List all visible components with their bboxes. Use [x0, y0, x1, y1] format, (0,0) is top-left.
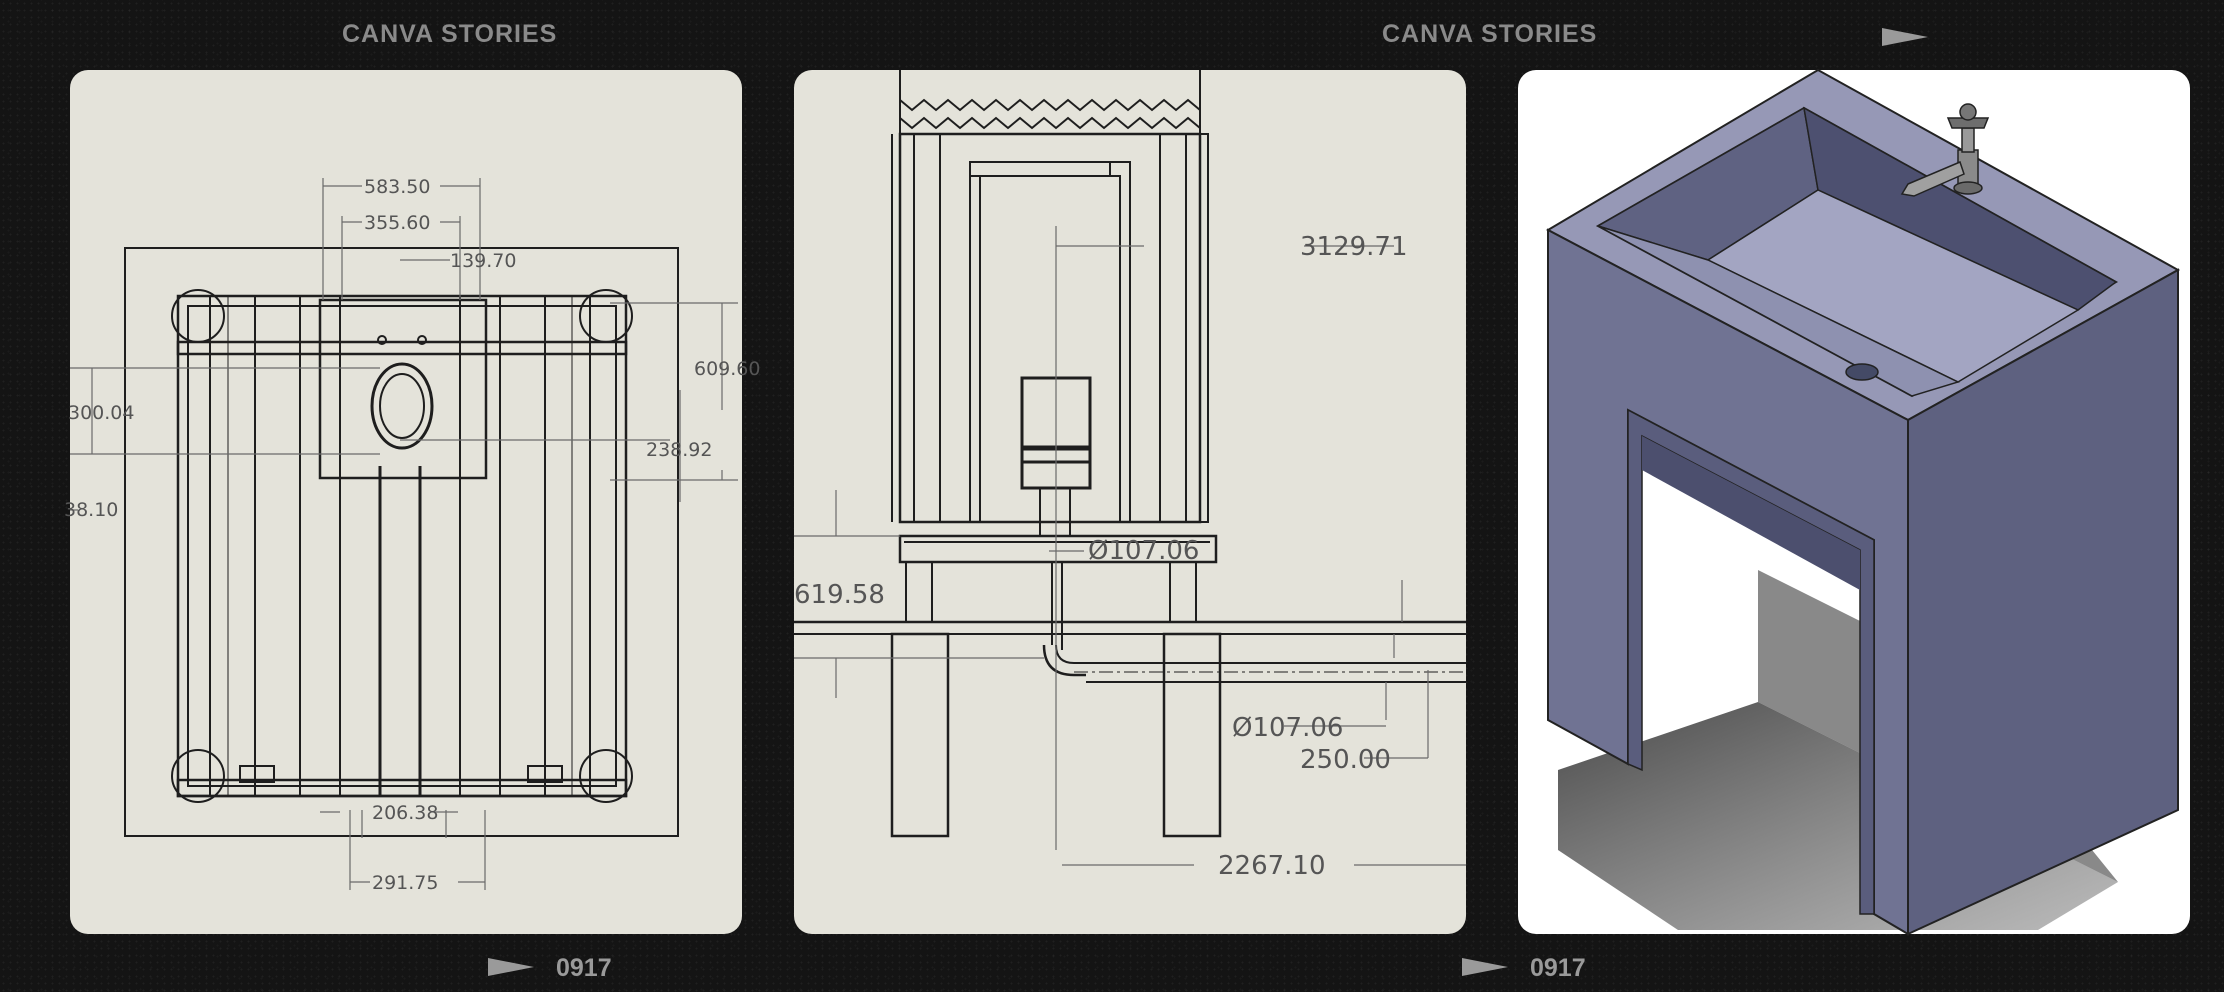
sink-3d-render: [1545, 68, 2181, 936]
sink-render-panel: [1518, 68, 2190, 936]
dim-phi-lower: Ø107.06: [1232, 713, 1343, 743]
dim-38: 38.10: [64, 499, 118, 521]
dim-250: 250.00: [1300, 745, 1391, 775]
dim-139: 139.70: [450, 250, 516, 272]
dim-phi-upper: Ø107.06: [1088, 536, 1199, 566]
dim-583: 583.50: [364, 176, 430, 198]
dim-619: 619.58: [794, 580, 885, 610]
top-view-drawing: 583.50 355.60 139.70 609.60 300.04 238.9…: [64, 176, 760, 894]
frame-number-left: 0917: [556, 954, 612, 982]
dim-2267: 2267.10: [1218, 851, 1326, 881]
dim-291: 291.75: [372, 872, 438, 894]
dim-238: 238.92: [646, 439, 712, 461]
dim-206: 206.38: [372, 802, 438, 824]
play-arrow-icon-top: [1882, 28, 1928, 46]
play-arrow-icon-bottom-right: [1462, 958, 1508, 976]
dim-300: 300.04: [68, 402, 134, 424]
side-view-drawing: 3129.71 Ø107.06 619.58 Ø107.06 250.00 22…: [794, 70, 1466, 881]
brand-label-left: CANVA STORIES: [342, 20, 558, 48]
frame-number-right: 0917: [1530, 954, 1586, 982]
dim-355: 355.60: [364, 212, 430, 234]
play-arrow-icon-bottom-left: [488, 958, 534, 976]
dim-3129: 3129.71: [1300, 232, 1408, 262]
top-view-drawing-panel: 583.50 355.60 139.70 609.60 300.04 238.9…: [64, 70, 760, 934]
side-view-drawing-panel: 3129.71 Ø107.06 619.58 Ø107.06 250.00 22…: [794, 70, 1466, 934]
dim-609: 609.60: [694, 358, 760, 380]
brand-label-right: CANVA STORIES: [1382, 20, 1598, 48]
